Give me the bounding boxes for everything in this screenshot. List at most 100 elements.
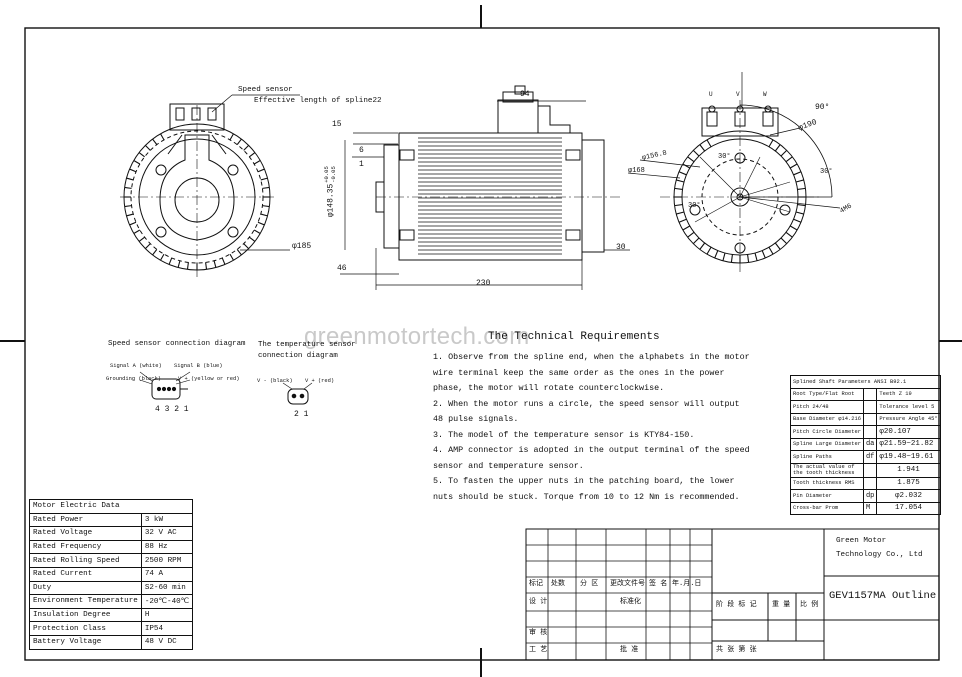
speed-sensor-diagram-title: Speed sensor connection diagram [108,340,246,348]
motor-data-label: Insulation Degree [29,607,142,623]
cooling-fin [706,139,712,148]
cooling-fin [177,260,181,268]
cooling-fin [785,231,793,238]
spline-param-value: 1.941 [876,462,941,478]
cooling-fin [260,177,268,181]
tb-label-mark: 标记 [529,580,543,588]
cooling-fin [795,179,804,183]
speed-sensor-label: Speed sensor [238,86,293,94]
motor-data-value: 32 V AC [140,526,194,541]
right-end-view [627,72,841,275]
speed-sensor-connector [139,371,191,400]
cooling-fin [699,242,706,250]
cooling-fin [243,243,250,250]
spline-param-label: Pitch 24/48 [790,400,864,414]
cooling-fin [152,249,158,256]
tb-approve: 批 准 [620,646,639,654]
cooling-fin [699,144,706,152]
motor-data-value: H [140,607,194,623]
motor-data-label: Battery Voltage [29,634,142,650]
cooling-fin [249,152,256,158]
cooling-fin [774,144,781,152]
table-row: Base Diameter φ14.216 Pressure Angle 45° [790,412,941,426]
motor-data-label: Rated Current [29,566,142,582]
cooling-fin [186,262,189,270]
dim-30: 30 [616,243,626,252]
spline-param-label: Base Diameter φ14.216 [790,412,864,426]
cooling-fin [152,138,158,145]
cooling-fin [722,252,726,261]
cooling-fin [229,253,234,261]
cooling-fin [236,249,242,256]
cooling-fin [243,144,250,151]
cooling-fin [678,218,687,223]
cooling-fin [774,242,781,250]
left-end-view [120,94,300,280]
cooling-fin [133,160,141,165]
requirement-line: 1. Observe from the spline end, when the… [433,352,750,362]
spline-param-symbol: da [862,437,878,451]
spline-param-label: Pitch Circle Diameter [790,425,864,439]
spline-param-value: Pressure Angle 45° [876,412,941,426]
cooling-fin [126,177,134,181]
tb-label-date: 年.月.日 [672,580,702,588]
motor-data-label: Rated Power [29,512,142,528]
cooling-fin [682,225,691,231]
spline-param-symbol: M [862,501,878,515]
cooling-fin [253,160,261,165]
motor-data-value: IP54 [140,621,194,636]
table-row: Motor Electric Data [28,499,194,514]
cooling-fin [168,257,173,265]
angle-30-right: 30° [820,168,833,176]
cooling-fin [126,213,134,217]
tb-scale: 比 例 [800,601,819,609]
cooling-fin [678,171,687,176]
cooling-fin [236,138,242,145]
tb-label-zone: 分 区 [580,580,599,588]
spline-param-symbol [862,400,878,414]
spline-param-value: φ20.107 [876,425,941,439]
spline-param-value: 17.054 [876,501,941,515]
requirement-line: phase, the motor will rotate countercloc… [433,383,665,393]
motor-data-label: Duty [29,580,142,596]
spline-param-value: φ2.032 [876,489,941,503]
cooling-fin [138,152,145,158]
side-view [340,85,630,290]
motor-data-value: 74 A [140,566,194,582]
cooling-fin [133,229,141,234]
angle-30-top: 30° [718,153,731,161]
tb-design: 设 计 [529,598,548,606]
spline-param-label: Spline Paths [790,450,864,464]
tb-label-signature: 签 名 [649,580,668,588]
spline-param-label: Pin Diameter [790,489,864,503]
spline-param-symbol [862,425,878,439]
cooling-fin [692,149,700,157]
tb-stage-mark: 阶 段 标 记 [716,601,757,609]
cooling-fin [730,254,733,263]
terminal-v: V [736,91,740,98]
cooling-fin [797,204,806,207]
dim-230: 230 [476,279,491,288]
cooling-fin [253,229,261,234]
cooling-fin [780,149,788,157]
tb-process: 工 艺 [529,646,548,654]
cooling-fin [761,250,766,259]
dim-6: 6 [359,146,364,155]
dim-15: 15 [332,120,342,129]
cooling-fin [160,253,165,261]
cooling-fin [221,257,226,265]
motor-data-value: 88 Hz [140,539,194,555]
motor-data-title: Motor Electric Data [28,499,194,514]
cooling-fin [676,211,685,215]
side-view-fins [418,137,562,255]
